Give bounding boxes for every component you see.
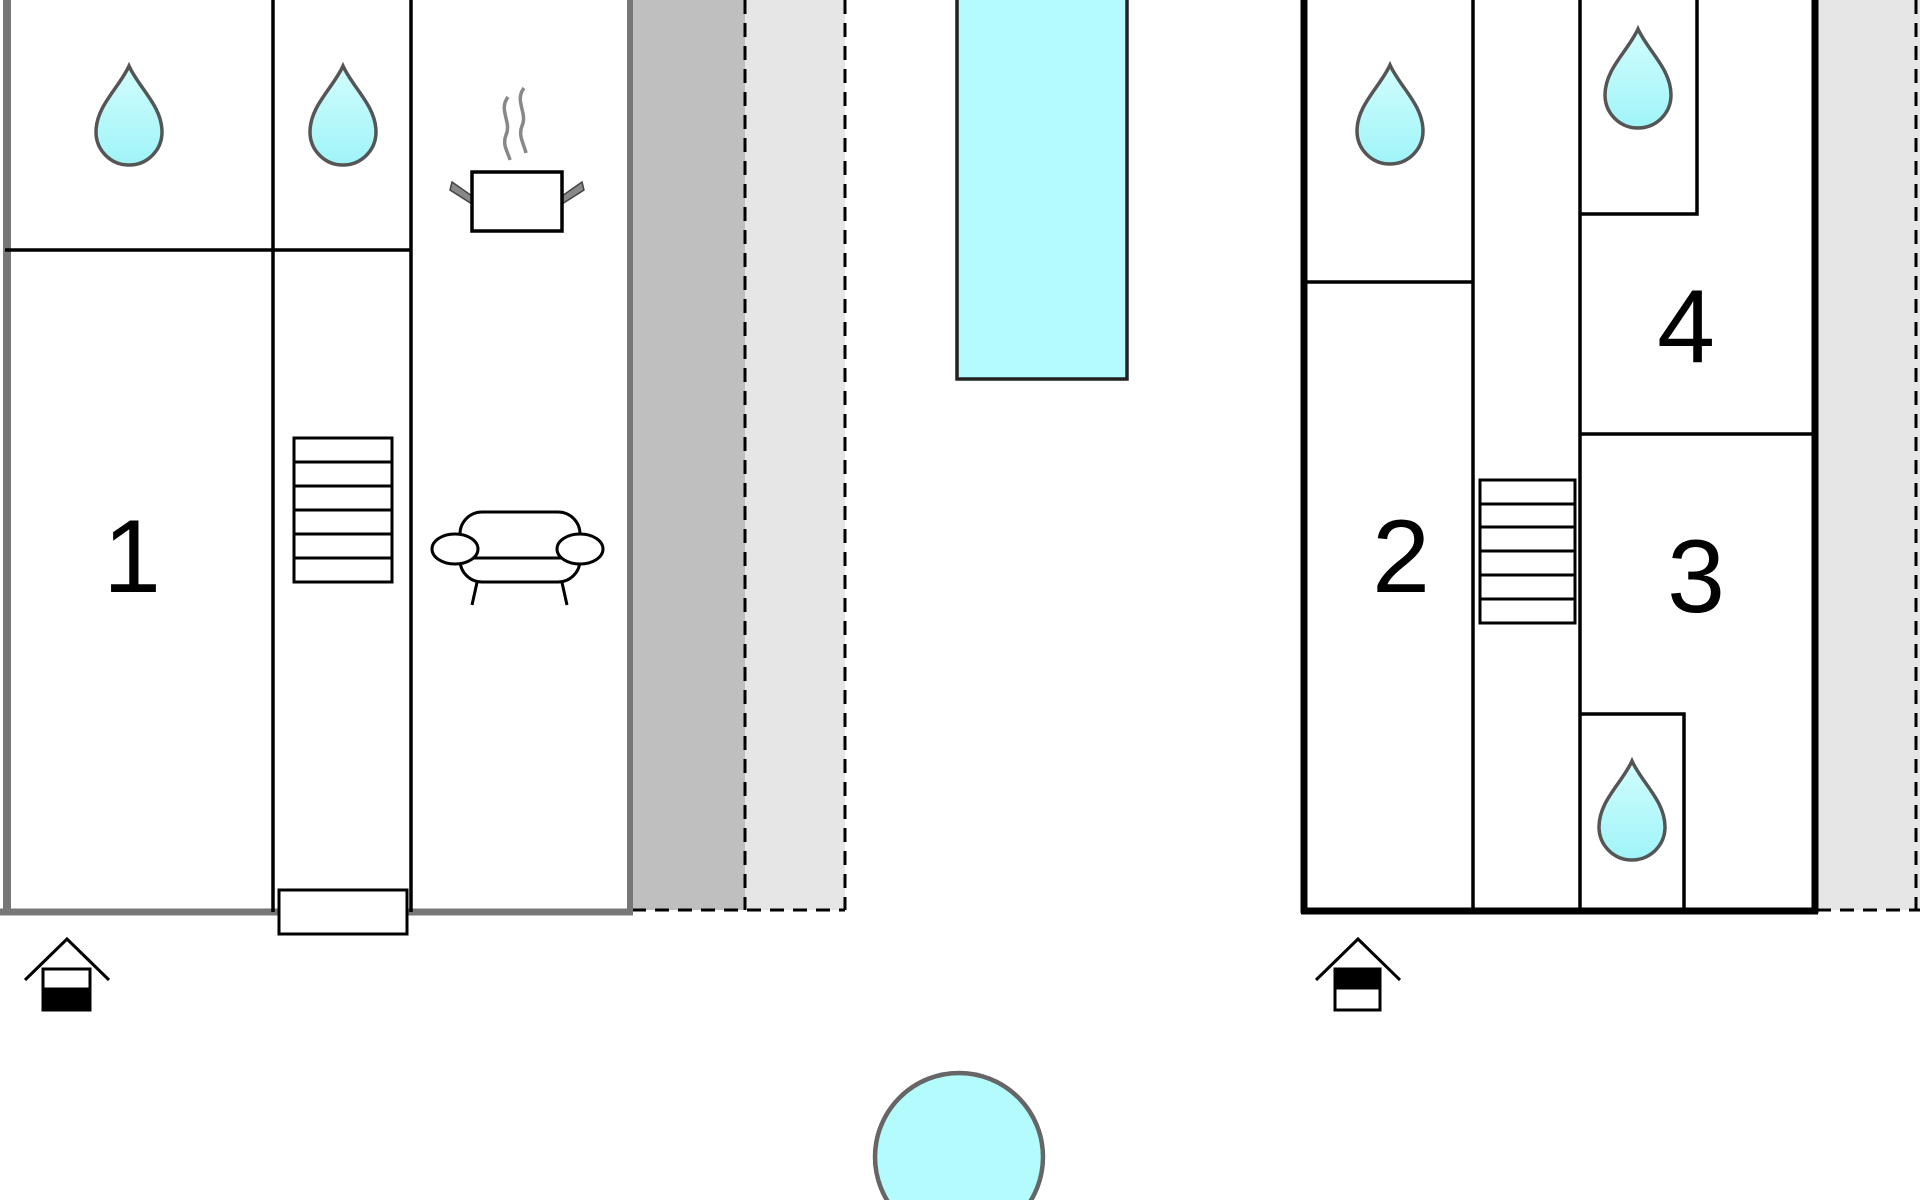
staircase-icon [1478,478,1577,625]
house-entrance-icon [1314,936,1402,1012]
room-number-2: 2 [1372,499,1430,615]
door-sill [277,888,409,936]
room-number-1: 1 [103,499,161,615]
round-pool-icon [872,1070,1046,1200]
terrace-light [745,0,845,910]
left-building: 1 [0,0,847,1012]
terrace-light [1817,0,1920,910]
water-drop-icon [1597,759,1667,862]
cooking-pot-icon [449,86,585,233]
swimming-pool-icon [955,0,1129,381]
right-building: 2 3 4 [1300,0,1920,1012]
water-drop-icon [1603,27,1673,130]
wall [1580,0,1699,216]
wall [1580,712,1686,911]
room-number-4: 4 [1657,269,1715,385]
terrace-dark [632,0,745,910]
sofa-icon [430,510,605,606]
water-drop-icon [308,64,378,167]
room-number-3: 3 [1667,519,1725,635]
water-drop-icon [94,64,164,167]
staircase-icon [292,436,394,584]
house-entrance-icon [23,936,111,1012]
water-drop-icon [1355,63,1425,166]
